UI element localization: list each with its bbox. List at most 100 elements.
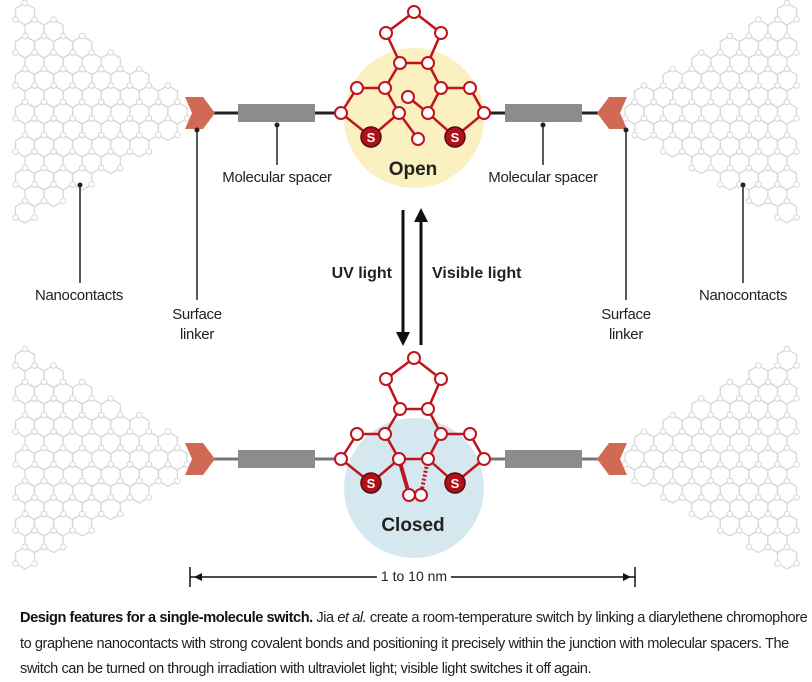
uv-light-label: UV light: [331, 265, 392, 282]
carbon-atom: [434, 427, 448, 441]
carbon-atom: [764, 510, 772, 518]
carbon-atom: [669, 65, 676, 73]
molecular-spacer-right: [505, 450, 582, 468]
molecular-spacer-label-right: Molecular spacer: [488, 169, 598, 186]
carbon-atom: [31, 494, 38, 501]
carbon-atom: [50, 494, 57, 501]
graphene-hexagon: [662, 480, 683, 504]
carbon-atom: [726, 65, 734, 73]
carbon-atom: [21, 32, 29, 40]
graphene-hexagon: [129, 134, 150, 158]
carbon-atom: [774, 560, 781, 567]
carbon-atom: [126, 494, 134, 501]
carbon-atom: [145, 428, 153, 435]
carbon-atom: [755, 494, 762, 501]
carbon-atom: [745, 32, 753, 40]
carbon-atom: [31, 428, 38, 435]
carbon-atom: [783, 411, 791, 419]
carbon-atom: [783, 164, 791, 172]
carbon-atom: [745, 164, 753, 172]
carbon-atom: [650, 98, 657, 106]
carbon-atom: [631, 477, 638, 485]
carbon-atom: [40, 510, 48, 518]
carbon-atom: [155, 98, 162, 106]
carbon-atom: [793, 395, 800, 402]
carbon-atom: [88, 49, 95, 56]
sulfur-label: S: [367, 476, 376, 491]
carbon-atom: [726, 510, 734, 518]
carbon-atom: [97, 444, 105, 452]
sulfur-atom: [444, 126, 466, 148]
carbon-atom: [688, 164, 696, 172]
carbon-atom: [107, 49, 115, 56]
carbon-atom: [164, 82, 172, 89]
carbon-atom: [40, 477, 48, 485]
carbon-atom: [40, 131, 48, 139]
carbon-atom: [764, 543, 772, 551]
carbon-atom: [745, 444, 753, 452]
surface-linker-label-left: Surface linker: [172, 306, 222, 343]
carbon-atom: [31, 395, 38, 402]
carbon-atom: [783, 345, 791, 353]
carbon-atom: [717, 395, 724, 402]
graphene-hexagon: [14, 546, 36, 570]
carbon-atom: [50, 148, 57, 155]
carbon-atom: [707, 131, 715, 139]
carbon-atom: [707, 98, 715, 106]
carbon-atom: [136, 444, 143, 452]
carbon-atom: [31, 362, 38, 369]
carbon-atom: [12, 527, 19, 534]
carbon-atom: [78, 131, 86, 139]
carbon-atom: [59, 131, 67, 139]
carbon-atom: [640, 428, 648, 435]
sulfur-label: S: [367, 130, 376, 145]
carbon-atom: [21, 444, 29, 452]
carbon-atom: [421, 452, 435, 466]
graphene-hexagon: [43, 529, 64, 554]
carbon-atom: [783, 32, 791, 40]
carbon-atom: [793, 82, 800, 89]
carbon-atom: [88, 461, 95, 468]
carbon-atom: [59, 543, 67, 551]
carbon-atom: [40, 197, 48, 205]
carbon-atom: [88, 494, 95, 501]
carbon-atom: [164, 461, 172, 468]
carbon-atom: [774, 395, 781, 402]
carbon-atom: [764, 378, 772, 386]
carbon-atom: [726, 411, 734, 419]
leader-dot: [274, 122, 280, 128]
carbon-atom: [136, 477, 143, 485]
carbon-atom: [12, 214, 19, 221]
carbon-atom: [78, 444, 86, 452]
graphene-nanocontact: [621, 345, 800, 570]
carbon-atom: [145, 148, 153, 155]
molecular-spacer-left: [238, 104, 315, 122]
carbon-atom: [783, 477, 791, 485]
carbon-atom: [717, 181, 724, 188]
carbon-atom: [764, 477, 772, 485]
nanocontacts-label-right: Nanocontacts: [698, 287, 788, 304]
graphene-hexagon: [43, 183, 64, 208]
carbon-atom: [40, 378, 48, 386]
nanocontacts-label-left: Nanocontacts: [34, 287, 124, 304]
sulfur-atom: [360, 126, 382, 148]
carbon-atom: [107, 82, 115, 89]
carbon-atom: [350, 81, 364, 95]
carbon-atom: [12, 560, 19, 567]
carbon-atom: [717, 461, 724, 468]
carbon-atom: [640, 461, 648, 468]
carbon-atom: [755, 428, 762, 435]
carbon-atom: [678, 82, 686, 89]
carbon-atom: [736, 82, 743, 89]
carbon-atom: [640, 115, 648, 122]
carbon-atom: [12, 82, 19, 89]
carbon-atom: [97, 164, 105, 172]
carbon-atom: [764, 411, 772, 419]
carbon-atom: [764, 32, 772, 40]
carbon-atom: [678, 494, 686, 501]
carbon-atom: [379, 372, 393, 386]
graphene-hexagon: [776, 200, 798, 224]
carbon-atom: [774, 461, 781, 468]
carbon-atom: [755, 82, 762, 89]
